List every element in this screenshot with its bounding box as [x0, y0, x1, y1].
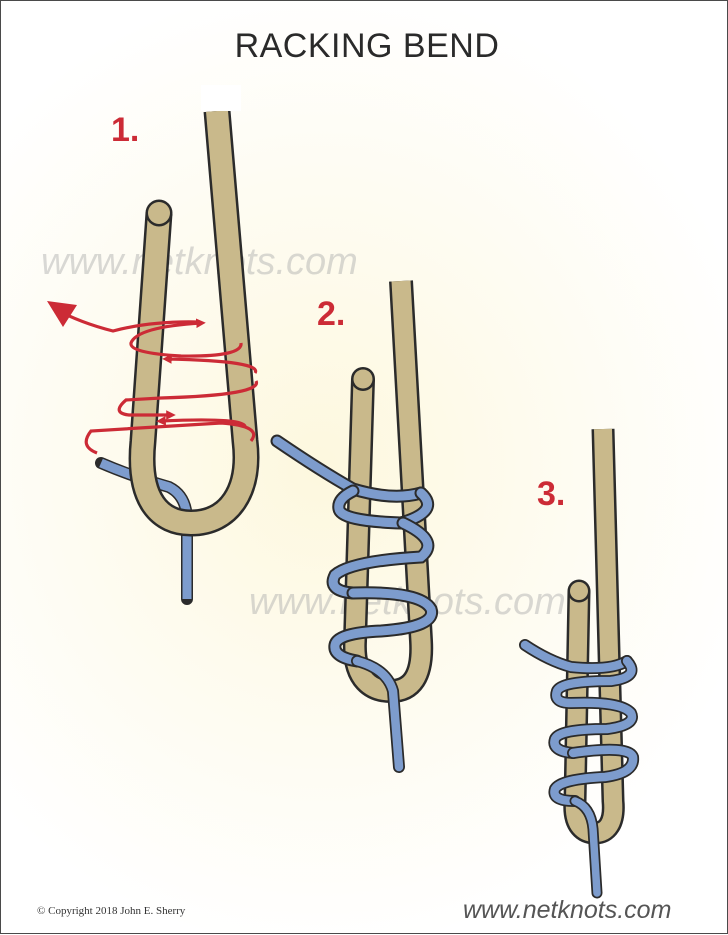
- step-3-drawing: [519, 428, 640, 899]
- step-1-drawing: [47, 85, 260, 605]
- step-1-wrap-path-arrows: [50, 306, 258, 455]
- step-1-label: 1.: [111, 111, 140, 149]
- diagram-title: RACKING BEND: [234, 27, 500, 65]
- step-2-label: 2.: [317, 295, 346, 333]
- step-3-blue-wraps: [519, 639, 640, 899]
- copyright-symbol: ©: [37, 905, 46, 917]
- step-1-red-arrowhead: [47, 301, 77, 327]
- step-2-drawing: [270, 280, 438, 773]
- step-3-label: 3.: [537, 475, 566, 513]
- brand-url: www.netknots.com: [463, 896, 672, 924]
- copyright-text: Copyright 2018 John E. Sherry: [48, 905, 186, 917]
- copyright-notice: © Copyright 2018 John E. Sherry: [37, 905, 185, 917]
- watermark-1: www.netknots.com: [41, 241, 358, 283]
- step-1-tan-bight: [128, 85, 260, 537]
- step-2-blue-wraps: [270, 434, 438, 773]
